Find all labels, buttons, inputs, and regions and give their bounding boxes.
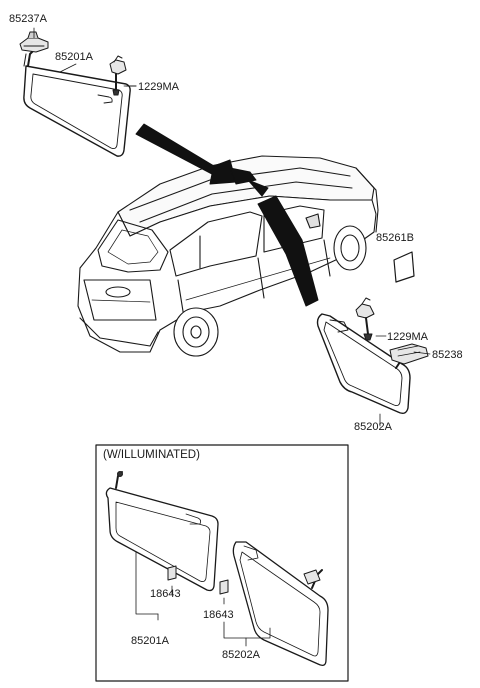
- pointer-arrows: [135, 123, 319, 307]
- illuminated-box: [95, 444, 349, 682]
- part-label-85202A: 85202A: [354, 421, 392, 433]
- part-label-85201A-box: 85201A: [131, 635, 169, 647]
- part-label-85237A: 85237A: [9, 13, 47, 25]
- part-label-1229MA-top: 1229MA: [138, 81, 179, 93]
- clip-icon: [355, 297, 375, 341]
- part-label-85201A: 85201A: [55, 51, 93, 63]
- sun-visor-right: [316, 313, 411, 415]
- part-label-18643-left: 18643: [150, 588, 181, 600]
- screw-icon: [109, 55, 137, 96]
- label-sticker-icon: [393, 251, 415, 283]
- bulb-icon: [219, 579, 229, 595]
- clip-icon: [19, 31, 49, 53]
- vehicle-drawing: [77, 155, 379, 357]
- bracket-icon: [389, 343, 429, 365]
- part-label-85238: 85238: [432, 349, 463, 361]
- bulb-icon: [167, 565, 177, 581]
- part-label-18643-right: 18643: [203, 609, 234, 621]
- box-title: (W/ILLUMINATED): [103, 449, 200, 461]
- leader-lines: [33, 27, 431, 427]
- part-label-1229MA-right: 1229MA: [387, 331, 428, 343]
- part-label-85202A-box: 85202A: [222, 649, 260, 661]
- part-label-85261B: 85261B: [376, 232, 414, 244]
